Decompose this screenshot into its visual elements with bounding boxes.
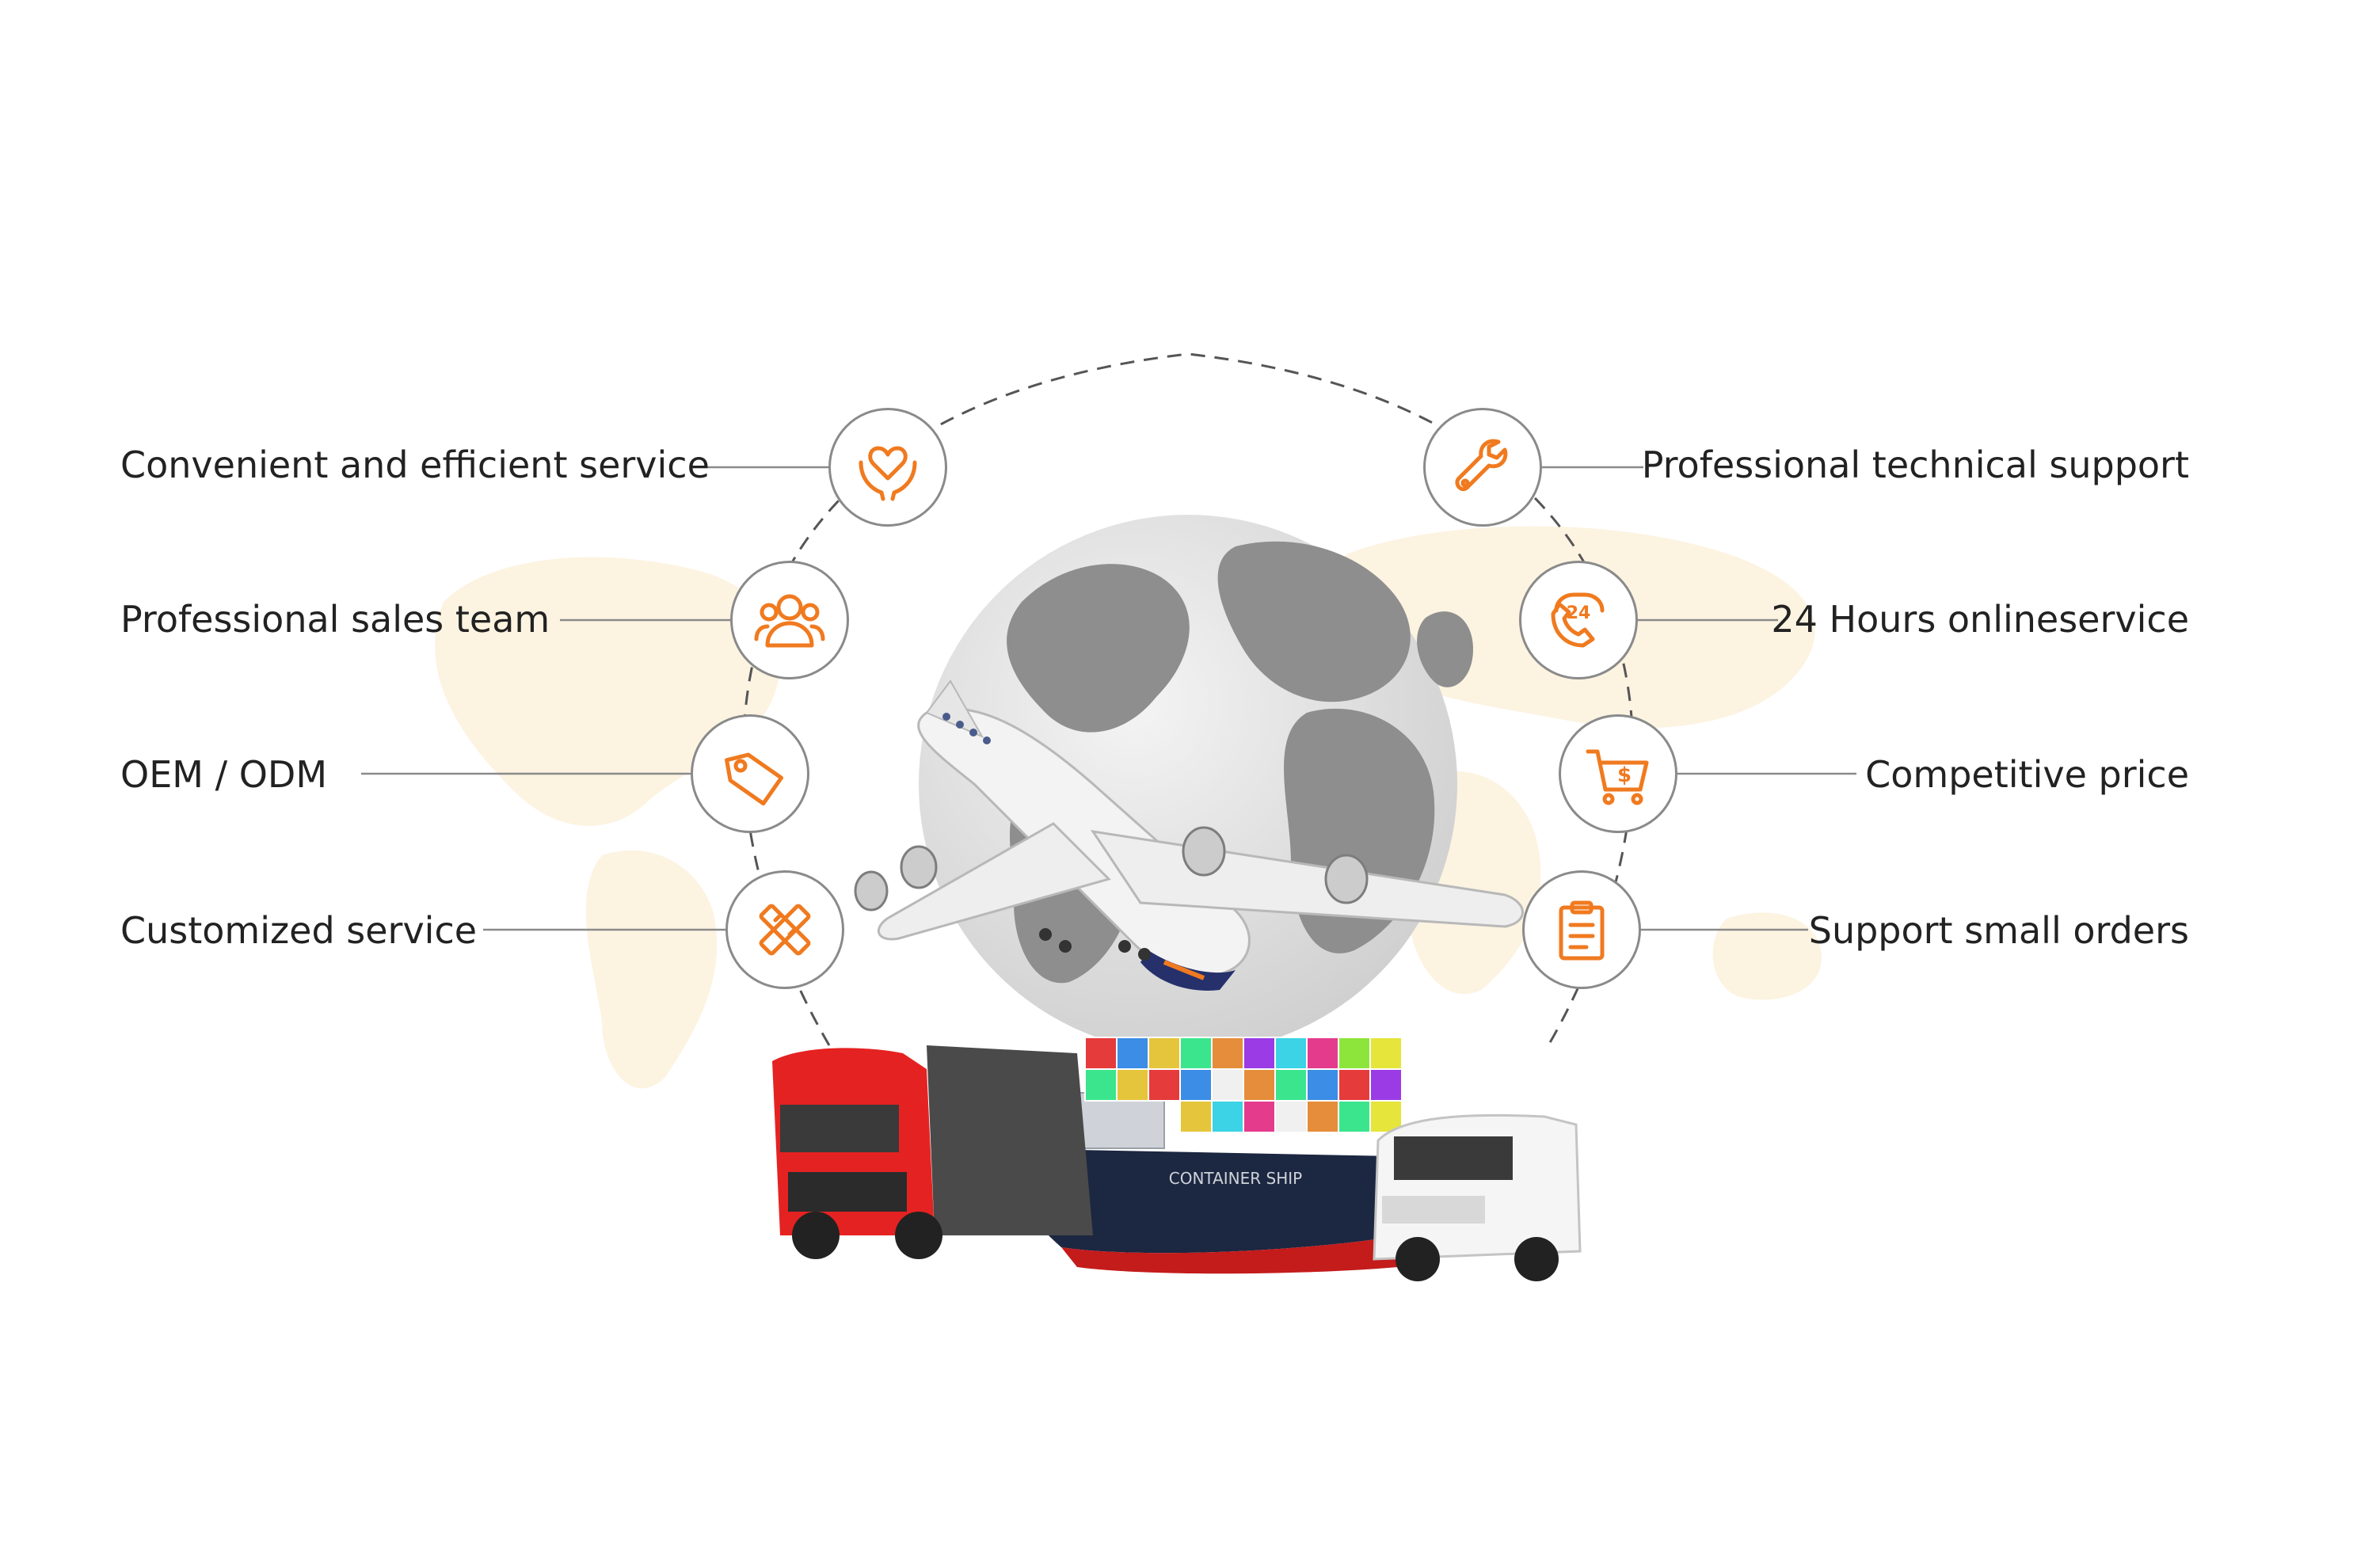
icon-circle-price: $ [1559, 714, 1677, 833]
airplane [854, 679, 1524, 991]
service-label-small-orders: Support small orders [1808, 909, 2189, 952]
ruler-pencil-icon [759, 904, 811, 956]
clipboard-icon [1559, 900, 1605, 961]
icon-circle-small-orders [1522, 870, 1641, 989]
icon-circle-technical [1423, 408, 1542, 527]
service-label-oem-odm: OEM / ODM [120, 753, 328, 796]
icon-circle-customized [725, 870, 844, 989]
phone-24-icon: 24 [1551, 592, 1605, 648]
red-truck [772, 1045, 1093, 1259]
service-label-technical-support: Professional technical support [1641, 443, 2189, 486]
service-label-convenient-efficient: Convenient and efficient service [120, 443, 710, 486]
cart-dollar-icon: $ [1586, 749, 1649, 805]
service-label-customized: Customized service [120, 909, 478, 952]
icon-circle-24-hours: 24 [1519, 561, 1638, 679]
service-label-24-hours: 24 Hours onlineservice [1771, 598, 2189, 641]
connector-lines-left [361, 466, 828, 931]
heart-hands-icon [859, 446, 917, 501]
connector-lines-right [1542, 466, 1856, 931]
team-icon [754, 594, 825, 648]
tag-icon [725, 752, 784, 806]
icon-circle-oem [691, 714, 809, 833]
icon-circle-convenient [828, 408, 947, 527]
white-van [1373, 1113, 1582, 1281]
service-label-sales-team: Professional sales team [120, 598, 550, 641]
service-label-competitive-price: Competitive price [1865, 753, 2189, 796]
wrench-icon [1455, 439, 1508, 491]
ship-hull-name: CONTAINER SHIP [1169, 1169, 1302, 1188]
icon-circle-sales-team [730, 561, 849, 679]
container-ship: CONTAINER SHIP [998, 1037, 1403, 1274]
svg-text:$: $ [1617, 763, 1632, 787]
svg-text:24: 24 [1567, 603, 1591, 623]
